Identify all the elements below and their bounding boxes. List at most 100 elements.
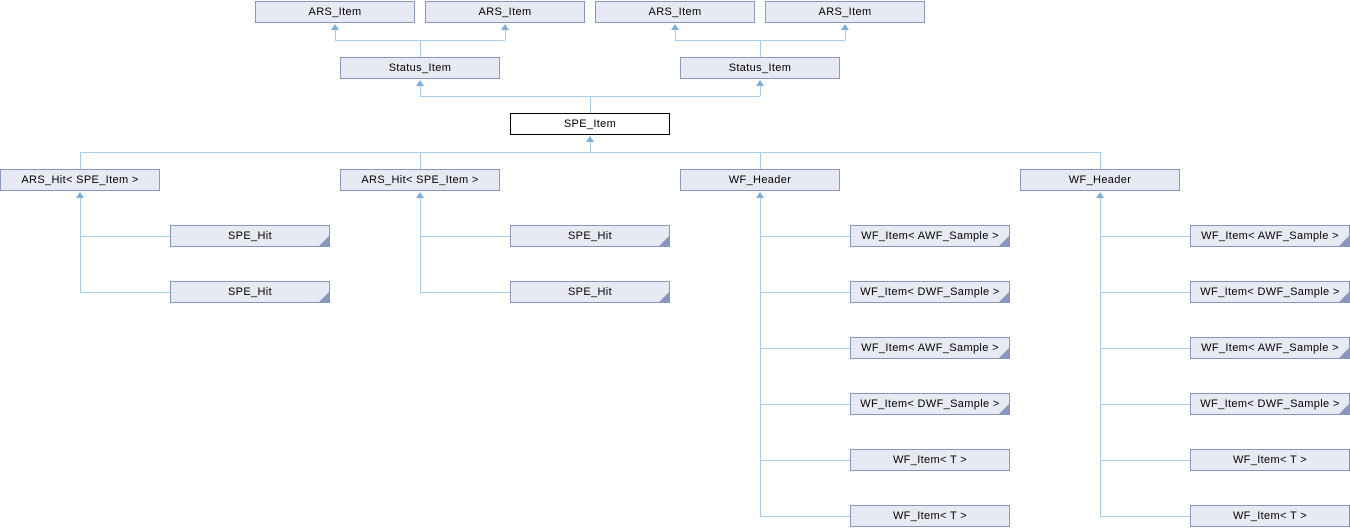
class-node-wf-item-awf-1[interactable]: WF_Item< AWF_Sample > bbox=[850, 225, 1010, 247]
inheritance-arrow-icon bbox=[756, 192, 764, 198]
class-node-label: WF_Item< AWF_Sample > bbox=[1201, 342, 1339, 354]
edge-line bbox=[1100, 516, 1190, 517]
truncated-corner-icon bbox=[319, 292, 329, 302]
edge-line bbox=[1100, 197, 1101, 516]
class-node-wf-item-dwf-4[interactable]: WF_Item< DWF_Sample > bbox=[1190, 393, 1350, 415]
class-node-status-item-2[interactable]: Status_Item bbox=[680, 57, 840, 79]
class-node-ars-hit-1[interactable]: ARS_Hit< SPE_Item > bbox=[0, 169, 160, 191]
class-node-label: ARS_Item bbox=[478, 6, 532, 18]
inheritance-arrow-icon bbox=[586, 136, 594, 142]
class-node-spe-item[interactable]: SPE_Item bbox=[510, 113, 670, 135]
truncated-corner-icon bbox=[999, 236, 1009, 246]
class-node-spe-hit-4[interactable]: SPE_Hit bbox=[510, 281, 670, 303]
edge-line bbox=[845, 29, 846, 40]
class-node-wf-header-2[interactable]: WF_Header bbox=[1020, 169, 1180, 191]
inheritance-arrow-icon bbox=[501, 24, 509, 30]
class-node-label: WF_Header bbox=[728, 174, 792, 186]
class-node-label: WF_Item< AWF_Sample > bbox=[861, 230, 999, 242]
inheritance-arrow-icon bbox=[416, 80, 424, 86]
edge-line bbox=[1100, 404, 1190, 405]
class-node-wf-item-awf-3[interactable]: WF_Item< AWF_Sample > bbox=[1190, 225, 1350, 247]
class-node-label: SPE_Hit bbox=[567, 230, 613, 242]
truncated-corner-icon bbox=[999, 404, 1009, 414]
class-node-spe-hit-1[interactable]: SPE_Hit bbox=[170, 225, 330, 247]
class-node-label: ARS_Item bbox=[308, 6, 362, 18]
edge-line bbox=[420, 292, 510, 293]
edge-line bbox=[675, 29, 676, 40]
class-node-wf-item-awf-2[interactable]: WF_Item< AWF_Sample > bbox=[850, 337, 1010, 359]
class-node-label: SPE_Hit bbox=[227, 286, 273, 298]
edge-line bbox=[760, 40, 761, 57]
class-node-wf-item-t-4[interactable]: WF_Item< T > bbox=[1190, 505, 1350, 527]
inheritance-arrow-icon bbox=[416, 192, 424, 198]
edge-line bbox=[760, 460, 850, 461]
inheritance-arrow-icon bbox=[1096, 192, 1104, 198]
inheritance-arrow-icon bbox=[331, 24, 339, 30]
edge-line bbox=[505, 29, 506, 40]
class-node-label: Status_Item bbox=[728, 62, 792, 74]
edge-line bbox=[80, 292, 170, 293]
truncated-corner-icon bbox=[319, 236, 329, 246]
class-node-status-item-1[interactable]: Status_Item bbox=[340, 57, 500, 79]
class-node-ars-item-1[interactable]: ARS_Item bbox=[255, 1, 415, 23]
edge-line bbox=[590, 96, 591, 113]
class-node-label: WF_Item< T > bbox=[892, 454, 968, 466]
truncated-corner-icon bbox=[659, 292, 669, 302]
class-node-ars-item-2[interactable]: ARS_Item bbox=[425, 1, 585, 23]
edge-line bbox=[760, 516, 850, 517]
inheritance-arrow-icon bbox=[756, 80, 764, 86]
inheritance-arrow-icon bbox=[671, 24, 679, 30]
edge-line bbox=[80, 152, 81, 169]
truncated-corner-icon bbox=[1339, 292, 1349, 302]
inheritance-arrow-icon bbox=[841, 24, 849, 30]
truncated-corner-icon bbox=[1339, 348, 1349, 358]
edge-line bbox=[1100, 292, 1190, 293]
class-node-label: WF_Item< DWF_Sample > bbox=[860, 286, 1000, 298]
edge-line bbox=[420, 40, 421, 57]
class-node-wf-header-1[interactable]: WF_Header bbox=[680, 169, 840, 191]
edge-line bbox=[760, 348, 850, 349]
edge-line bbox=[80, 197, 81, 292]
inheritance-arrow-icon bbox=[76, 192, 84, 198]
edge-line bbox=[80, 152, 1100, 153]
class-node-ars-item-4[interactable]: ARS_Item bbox=[765, 1, 925, 23]
class-node-label: WF_Item< DWF_Sample > bbox=[1200, 286, 1340, 298]
class-node-label: SPE_Hit bbox=[567, 286, 613, 298]
edge-line bbox=[1100, 348, 1190, 349]
class-node-label: WF_Item< AWF_Sample > bbox=[1201, 230, 1339, 242]
truncated-corner-icon bbox=[1339, 404, 1349, 414]
class-node-label: WF_Item< DWF_Sample > bbox=[860, 398, 1000, 410]
edge-line bbox=[760, 236, 850, 237]
edge-line bbox=[1100, 460, 1190, 461]
edge-line bbox=[420, 85, 421, 96]
class-node-label: SPE_Hit bbox=[227, 230, 273, 242]
truncated-corner-icon bbox=[999, 292, 1009, 302]
truncated-corner-icon bbox=[1339, 236, 1349, 246]
class-node-wf-item-t-3[interactable]: WF_Item< T > bbox=[1190, 449, 1350, 471]
class-node-spe-hit-2[interactable]: SPE_Hit bbox=[170, 281, 330, 303]
class-node-label: WF_Item< T > bbox=[1232, 510, 1308, 522]
class-node-ars-hit-2[interactable]: ARS_Hit< SPE_Item > bbox=[340, 169, 500, 191]
edge-line bbox=[1100, 152, 1101, 169]
truncated-corner-icon bbox=[999, 348, 1009, 358]
edge-line bbox=[590, 141, 591, 152]
class-node-wf-item-t-1[interactable]: WF_Item< T > bbox=[850, 449, 1010, 471]
class-node-wf-item-dwf-3[interactable]: WF_Item< DWF_Sample > bbox=[1190, 281, 1350, 303]
edge-line bbox=[760, 197, 761, 516]
class-node-wf-item-dwf-1[interactable]: WF_Item< DWF_Sample > bbox=[850, 281, 1010, 303]
class-node-wf-item-dwf-2[interactable]: WF_Item< DWF_Sample > bbox=[850, 393, 1010, 415]
class-node-spe-hit-3[interactable]: SPE_Hit bbox=[510, 225, 670, 247]
class-node-ars-item-3[interactable]: ARS_Item bbox=[595, 1, 755, 23]
class-node-label: SPE_Item bbox=[563, 118, 617, 130]
edge-line bbox=[420, 236, 510, 237]
class-node-label: WF_Item< AWF_Sample > bbox=[861, 342, 999, 354]
edge-line bbox=[760, 85, 761, 96]
class-node-wf-item-t-2[interactable]: WF_Item< T > bbox=[850, 505, 1010, 527]
edge-line bbox=[760, 152, 761, 169]
class-node-label: ARS_Hit< SPE_Item > bbox=[361, 174, 479, 186]
edge-line bbox=[1100, 236, 1190, 237]
class-node-label: WF_Item< DWF_Sample > bbox=[1200, 398, 1340, 410]
edge-line bbox=[760, 404, 850, 405]
class-node-wf-item-awf-4[interactable]: WF_Item< AWF_Sample > bbox=[1190, 337, 1350, 359]
